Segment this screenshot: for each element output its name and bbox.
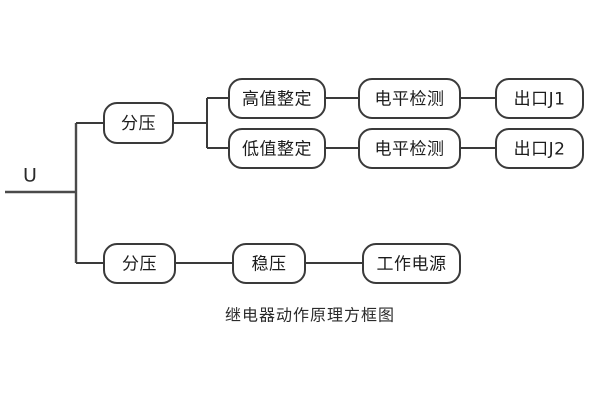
node-high-set-box xyxy=(228,78,326,119)
node-divider-bottom-label: 分压 xyxy=(122,255,157,275)
node-level-detect-top-label: 电平检测 xyxy=(375,90,445,110)
node-output-j2-label: 出口J2 xyxy=(514,140,566,160)
node-regulator-label: 稳压 xyxy=(252,255,287,275)
node-low-set[interactable]: 低值整定 xyxy=(228,128,326,169)
node-regulator-box xyxy=(232,243,306,284)
node-level-detect-bottom-label: 电平检测 xyxy=(375,140,445,160)
node-output-j1-box xyxy=(495,78,584,119)
node-high-set-label: 高值整定 xyxy=(242,90,312,110)
node-working-supply[interactable]: 工作电源 xyxy=(362,243,461,284)
node-divider-top[interactable]: 分压 xyxy=(103,102,174,144)
node-high-set[interactable]: 高值整定 xyxy=(228,78,326,119)
node-divider-top-box xyxy=(103,102,174,144)
node-low-set-box xyxy=(228,128,326,169)
input-signal-label: U xyxy=(23,165,37,187)
node-divider-bottom-box xyxy=(103,243,176,284)
wiring-group xyxy=(5,97,496,264)
node-low-set-label: 低值整定 xyxy=(242,140,312,160)
node-output-j2-box xyxy=(495,128,584,169)
node-divider-bottom[interactable]: 分压 xyxy=(103,243,176,284)
node-output-j1-label: 出口J1 xyxy=(514,90,566,110)
node-level-detect-top-box xyxy=(358,78,461,119)
diagram-caption: 继电器动作原理方框图 xyxy=(225,306,395,325)
node-working-supply-label: 工作电源 xyxy=(377,255,447,275)
node-regulator[interactable]: 稳压 xyxy=(232,243,306,284)
node-divider-top-label: 分压 xyxy=(121,114,156,134)
node-working-supply-box xyxy=(362,243,461,284)
node-level-detect-top[interactable]: 电平检测 xyxy=(358,78,461,119)
node-level-detect-bottom[interactable]: 电平检测 xyxy=(358,128,461,169)
node-output-j1[interactable]: 出口J1 xyxy=(495,78,584,119)
node-level-detect-bottom-box xyxy=(358,128,461,169)
node-output-j2[interactable]: 出口J2 xyxy=(495,128,584,169)
